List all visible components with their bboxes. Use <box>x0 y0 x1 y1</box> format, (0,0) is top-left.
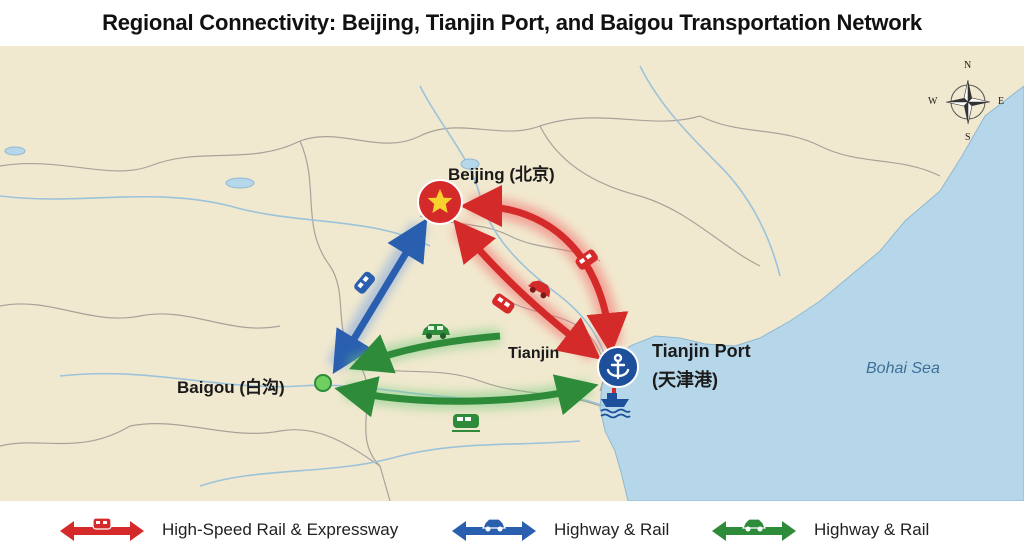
lake <box>225 177 255 189</box>
legend-item-blue: Highway & Rail <box>448 515 669 545</box>
label-tianjin-port: Tianjin Port <box>652 341 751 361</box>
train-icon <box>452 414 480 432</box>
anchor-icon <box>606 353 630 380</box>
double-arrow-icon <box>712 518 796 541</box>
star-icon <box>427 189 453 213</box>
map-graphic <box>0 46 1024 501</box>
bohai-sea <box>599 85 1024 501</box>
compass-rose <box>945 79 991 125</box>
legend-label: High-Speed Rail & Expressway <box>162 520 399 539</box>
compass-w: W <box>928 96 938 107</box>
map-canvas[interactable]: Beijing (北京) Tianjin Tianjin Port (天津港) … <box>0 46 1024 501</box>
compass-s: S <box>965 132 971 143</box>
label-beijing: Beijing (北京) <box>448 165 555 184</box>
legend-item-green: Highway & Rail <box>708 515 929 545</box>
train-icon <box>575 249 598 270</box>
car-icon <box>527 280 551 299</box>
compass-n: N <box>964 60 972 71</box>
label-baigou: Baigou (白沟) <box>177 378 285 397</box>
label-tianjin: Tianjin <box>508 345 560 362</box>
train-icon <box>492 293 515 314</box>
car-icon <box>482 518 506 532</box>
double-arrow-icon <box>60 517 144 541</box>
label-bohai-sea: Bohai Sea <box>866 360 940 377</box>
lake <box>460 158 480 170</box>
car-icon <box>422 324 450 339</box>
train-icon <box>354 271 376 294</box>
label-tianjin-port-cn: (天津港) <box>652 370 718 390</box>
ship-icon <box>600 388 631 419</box>
tianjin-port-marker <box>597 346 639 388</box>
double-arrow-icon <box>452 518 536 541</box>
train-icon <box>92 517 112 530</box>
lake <box>4 146 26 156</box>
car-icon <box>742 518 766 532</box>
legend-label: Highway & Rail <box>554 520 670 539</box>
baigou-marker <box>314 374 332 392</box>
route-red-inner <box>453 219 602 360</box>
map-legend: High-Speed Rail & Expressway Highway & R… <box>0 501 1024 559</box>
legend-item-red: High-Speed Rail & Expressway <box>56 515 398 545</box>
route-green-lower <box>334 374 599 418</box>
route-green-upper <box>348 332 501 374</box>
beijing-marker <box>417 179 463 225</box>
legend-label: Highway & Rail <box>814 520 930 539</box>
compass-e: E <box>998 96 1005 107</box>
page-title: Regional Connectivity: Beijing, Tianjin … <box>102 10 922 35</box>
